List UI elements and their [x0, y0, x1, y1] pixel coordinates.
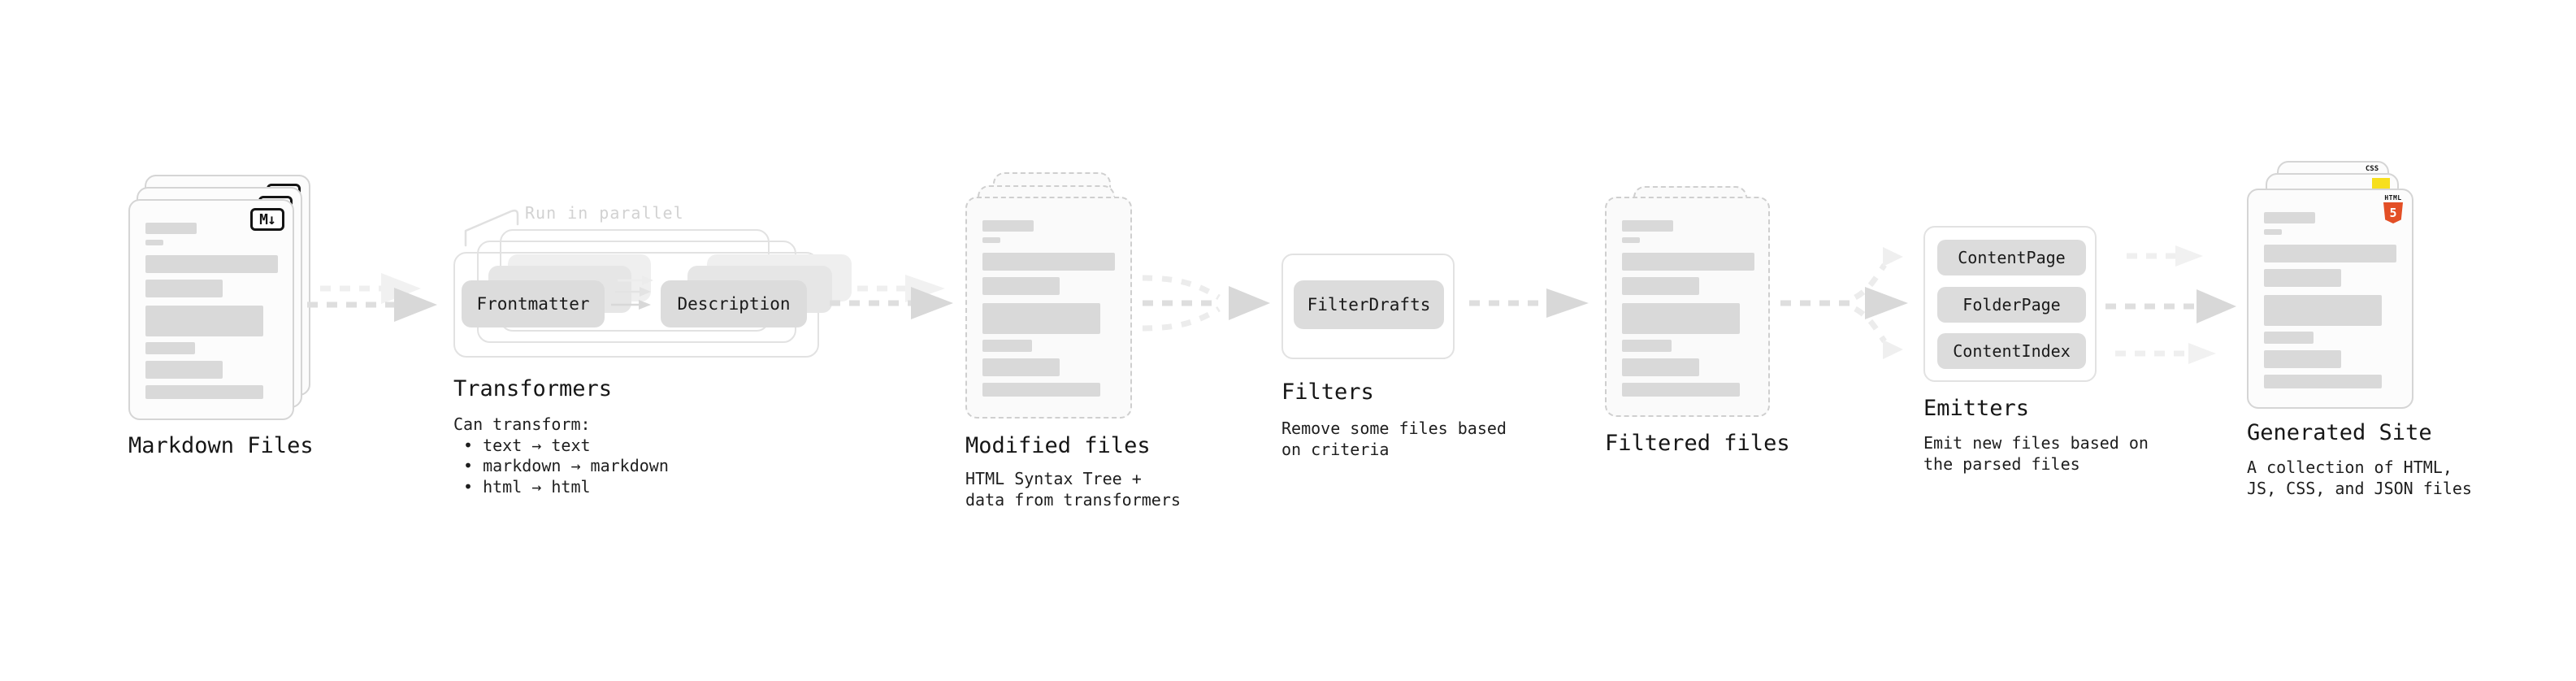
triple-arrow-icon: [2105, 245, 2236, 364]
transformers-bullet: • text → text: [463, 435, 591, 455]
filterdrafts-pill: FilterDrafts: [1294, 280, 1444, 329]
merge-arrow-icon: [1142, 275, 1270, 332]
folderpage-pill: FolderPage: [1937, 287, 2086, 323]
transformers-bullet: • markdown → markdown: [463, 456, 669, 475]
frontmatter-pill: Frontmatter: [462, 280, 605, 327]
description-pill: Description: [661, 280, 807, 327]
js-badge-icon: [2372, 178, 2390, 189]
run-in-parallel-note: Run in parallel: [525, 203, 684, 223]
flow-arrow-icon: [1469, 288, 1589, 318]
markdown-files-label: Markdown Files: [128, 433, 314, 458]
transformers-subtitle: Can transform:: [453, 414, 591, 434]
desc-line: the parsed files: [1923, 453, 2080, 474]
emitters-desc: Emit new files based on the parsed files: [1923, 433, 2149, 475]
desc-line: JS, CSS, and JSON files: [2247, 478, 2472, 498]
filtered-files-label: Filtered files: [1605, 431, 1790, 456]
document-text-bars: [145, 223, 281, 407]
modified-files-desc: HTML Syntax Tree + data from transformer…: [965, 469, 1181, 510]
desc-line: Remove some files based: [1281, 419, 1507, 438]
contentindex-pill: ContentIndex: [1937, 333, 2086, 369]
generated-site-label: Generated Site: [2247, 420, 2432, 445]
generated-card-front: HTML 5: [2247, 189, 2413, 409]
desc-line: Emit new files based on: [1923, 433, 2149, 453]
desc-line: on criteria: [1281, 439, 1390, 459]
filters-desc: Remove some files based on criteria: [1281, 419, 1507, 460]
transformers-label: Transformers: [453, 376, 613, 401]
modified-card-front: [965, 197, 1132, 419]
filters-label: Filters: [1281, 380, 1374, 405]
transform-arrows-icon: [611, 275, 653, 310]
transformers-bullet: • html → html: [463, 476, 591, 497]
desc-line: A collection of HTML,: [2247, 458, 2452, 477]
markdown-card-front: M↓: [128, 199, 294, 420]
desc-line: HTML Syntax Tree +: [965, 469, 1142, 488]
html5-badge-text: HTML: [2384, 194, 2402, 202]
note-leader-line: [464, 209, 519, 247]
html5-badge-icon: HTML 5: [2383, 194, 2404, 223]
desc-line: data from transformers: [965, 489, 1181, 510]
html5-shield: 5: [2383, 202, 2403, 223]
document-text-bars: [2264, 212, 2400, 396]
document-text-bars: [1622, 220, 1757, 404]
css-badge-text: CSS: [2365, 165, 2379, 173]
markdown-icon: M↓: [250, 208, 284, 231]
emitters-label: Emitters: [1923, 396, 2030, 421]
split-arrow-icon: [1780, 247, 1908, 359]
flow-arrow-icon: [307, 273, 437, 322]
document-text-bars: [982, 220, 1119, 406]
flow-arrow-icon: [830, 275, 953, 319]
contentpage-pill: ContentPage: [1937, 240, 2086, 275]
modified-files-label: Modified files: [965, 433, 1151, 458]
emitters-box: ContentPage FolderPage ContentIndex: [1923, 226, 2097, 382]
filtered-card-front: [1605, 197, 1770, 417]
transformers-desc: Can transform: • text → text • markdown …: [453, 414, 669, 497]
generated-site-desc: A collection of HTML, JS, CSS, and JSON …: [2247, 458, 2472, 499]
